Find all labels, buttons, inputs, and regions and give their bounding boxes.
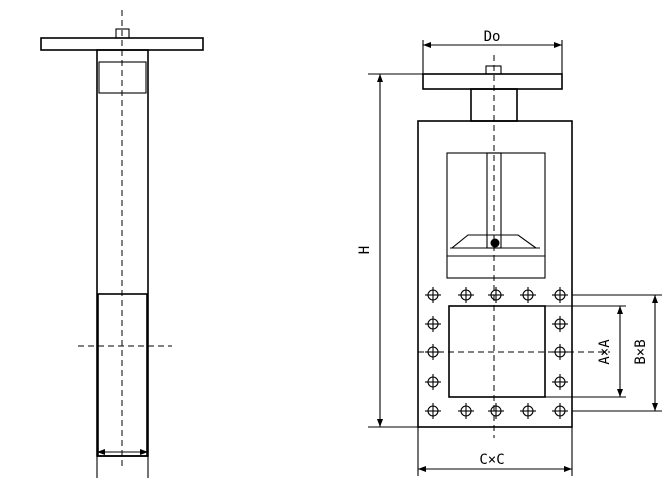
bolt-hole [425,344,441,360]
arrow-down [652,403,658,411]
bolt-hole [425,403,441,419]
arrow-right [554,42,562,48]
arrow-down [617,389,623,397]
side-view [40,10,204,478]
bolt-hole [488,287,504,303]
bolt-hole [425,374,441,390]
dimension-label-h: H [357,246,373,254]
handwheel [422,73,563,90]
bolt-hole [458,287,474,303]
dimension-label-cxc: C×C [479,452,504,468]
bolt-hole [552,374,568,390]
bolt-hole [520,287,536,303]
bolt-holes [425,287,568,419]
bolt-hole [425,316,441,332]
arrow-up [377,74,383,82]
arrow-up [652,295,658,303]
arrow-up [617,306,623,314]
dimension-label-do: Do [484,29,501,45]
bolt-hole [552,344,568,360]
side-view-yoke [98,61,147,94]
bolt-hole [552,403,568,419]
bolt-hole [552,316,568,332]
bolt-hole [425,287,441,303]
arrow-right [140,449,148,455]
arrow-right [564,466,572,472]
bolt-hole [552,287,568,303]
valve-body [417,120,573,428]
bolt-hole [458,403,474,419]
stem-pin [490,238,500,248]
bolt-hole [520,403,536,419]
side-view-gate [97,293,148,457]
dimension-label-bxb: B×B [633,339,649,364]
arrow-down [377,419,383,427]
bonnet-window [446,152,546,279]
dimension-label-axa: A×A [597,339,613,365]
arrow-left [418,466,426,472]
dimensions: Do H A×A B×B C×C [357,29,662,476]
arrow-left [423,42,431,48]
front-view [417,55,610,438]
bolt-hole [488,403,504,419]
arrow-left [97,449,105,455]
